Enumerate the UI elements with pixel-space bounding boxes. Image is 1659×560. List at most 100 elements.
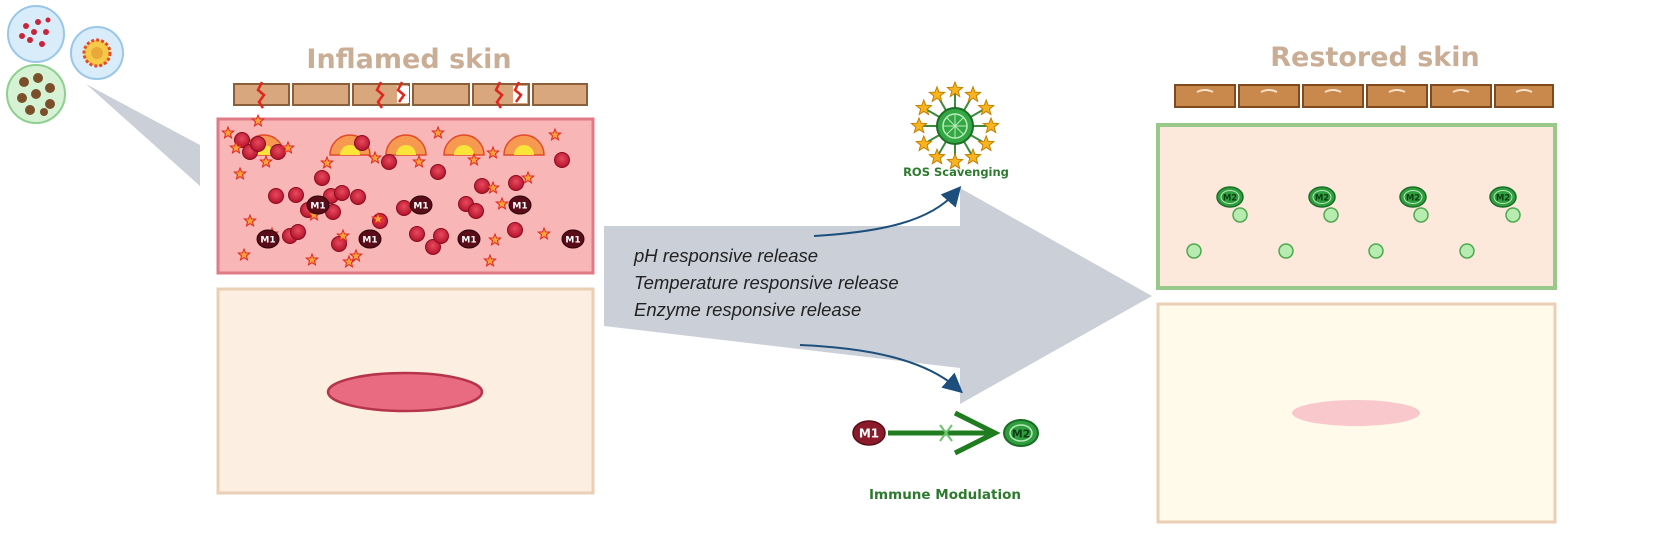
ros-star (336, 228, 350, 243)
m1-macrophage: M1 (508, 195, 532, 215)
immune-modulation-label: Immune Modulation (869, 487, 1021, 503)
core-shell-nanoparticle-icon (70, 26, 124, 80)
svg-text:M1: M1 (461, 236, 476, 246)
m1-label: M1 (859, 427, 879, 441)
svg-text:M2: M2 (1496, 194, 1510, 204)
m1-macrophage: M1 (409, 195, 433, 215)
ph-release-label: pH responsive release (633, 245, 818, 266)
restored-brick (1430, 84, 1492, 108)
restored-brick (1238, 84, 1300, 108)
healthy-cell (1505, 207, 1521, 223)
ros-star (243, 213, 257, 228)
m1-macrophage: M1 (358, 229, 382, 249)
nanoparticle-icons (6, 5, 124, 124)
healthy-cell (1278, 243, 1294, 259)
ros-star (412, 154, 426, 169)
inflammatory-cell (425, 239, 441, 255)
restored-skin-title: Restored skin (1270, 42, 1480, 73)
ros-star (349, 248, 363, 263)
inflamed-lesion (326, 371, 484, 413)
healthy-cell (1323, 207, 1339, 223)
inflammatory-cell (250, 136, 266, 152)
ros-star (221, 125, 235, 140)
inflammatory-cell (433, 228, 449, 244)
healthy-cell (1186, 243, 1202, 259)
ros-nanoparticle-icon (7, 5, 65, 63)
ros-star (320, 155, 334, 170)
inflammatory-cell (507, 222, 523, 238)
immune-modulation-icon: M1 M2 (852, 410, 1039, 456)
restored-brick (1494, 84, 1554, 108)
inflammatory-cell (430, 164, 446, 180)
inflammatory-cell (381, 154, 397, 170)
polymer-nanoparticle-icon (6, 64, 66, 124)
ros-scavenging-label: ROS Scavenging (903, 165, 1009, 179)
svg-text:M1: M1 (260, 236, 275, 246)
inflammatory-cell (234, 132, 250, 148)
svg-text:M1: M1 (413, 202, 428, 212)
inflammatory-cell (334, 185, 350, 201)
svg-text:M2: M2 (1315, 194, 1329, 204)
ros-star (281, 140, 295, 155)
ros-star (537, 226, 551, 241)
ros-star (251, 113, 265, 128)
inflamed-epidermis (233, 81, 588, 109)
inflammatory-cell (331, 236, 347, 252)
ros-star (259, 154, 273, 169)
ros-star (483, 253, 497, 268)
m1-macrophage: M1 (306, 195, 330, 215)
healing-lesion (1292, 400, 1420, 426)
healthy-cell (1232, 207, 1248, 223)
ros-star (368, 150, 382, 165)
inflammatory-cell (314, 170, 330, 186)
restored-epidermis (1174, 84, 1554, 108)
ros-star (495, 196, 509, 211)
inflammatory-cell (508, 175, 524, 191)
inflamed-keratinocyte (443, 134, 485, 156)
svg-text:M1: M1 (310, 202, 325, 212)
immune-pathway-arrow (799, 344, 964, 394)
ros-pathway-arrow (813, 185, 962, 237)
inflammatory-cell (354, 135, 370, 151)
ros-star (548, 127, 562, 142)
m2-macrophage: M2 (1399, 186, 1427, 208)
ros-star (431, 125, 445, 140)
inflamed-skin-title: Inflamed skin (306, 44, 511, 75)
ros-star (488, 232, 502, 247)
m2-label: M2 (1012, 428, 1031, 441)
m1-macrophage (852, 420, 886, 446)
inflammatory-cell (268, 188, 284, 204)
ros-scavenging-icon (910, 80, 1000, 170)
restored-brick (1174, 84, 1236, 108)
healthy-cell (1459, 243, 1475, 259)
ros-star (371, 211, 385, 226)
healthy-cell (1368, 243, 1384, 259)
crack-marks (256, 81, 523, 109)
inflamed-keratinocyte (385, 134, 427, 156)
enzyme-release-label: Enzyme responsive release (634, 299, 861, 320)
transition-arrow (604, 188, 1152, 404)
inflammatory-cell (409, 226, 425, 242)
svg-text:M1: M1 (512, 202, 527, 212)
svg-text:M1: M1 (362, 236, 377, 246)
ros-star (305, 252, 319, 267)
healthy-cell (1413, 207, 1429, 223)
inflammatory-cell (288, 187, 304, 203)
inflammatory-cell (350, 189, 366, 205)
restored-brick (1366, 84, 1428, 108)
m1-macrophage: M1 (561, 229, 585, 249)
m1-macrophage: M1 (457, 229, 481, 249)
ros-star (521, 170, 535, 185)
svg-text:M1: M1 (565, 236, 580, 246)
ros-star (237, 247, 251, 262)
restored-dermis-layer (1156, 123, 1557, 290)
m2-macrophage (1003, 419, 1039, 447)
ros-star (467, 152, 481, 167)
m2-macrophage: M2 (1489, 186, 1517, 208)
ros-star (233, 166, 247, 181)
svg-text:M2: M2 (1406, 194, 1420, 204)
inflammatory-cell (554, 152, 570, 168)
